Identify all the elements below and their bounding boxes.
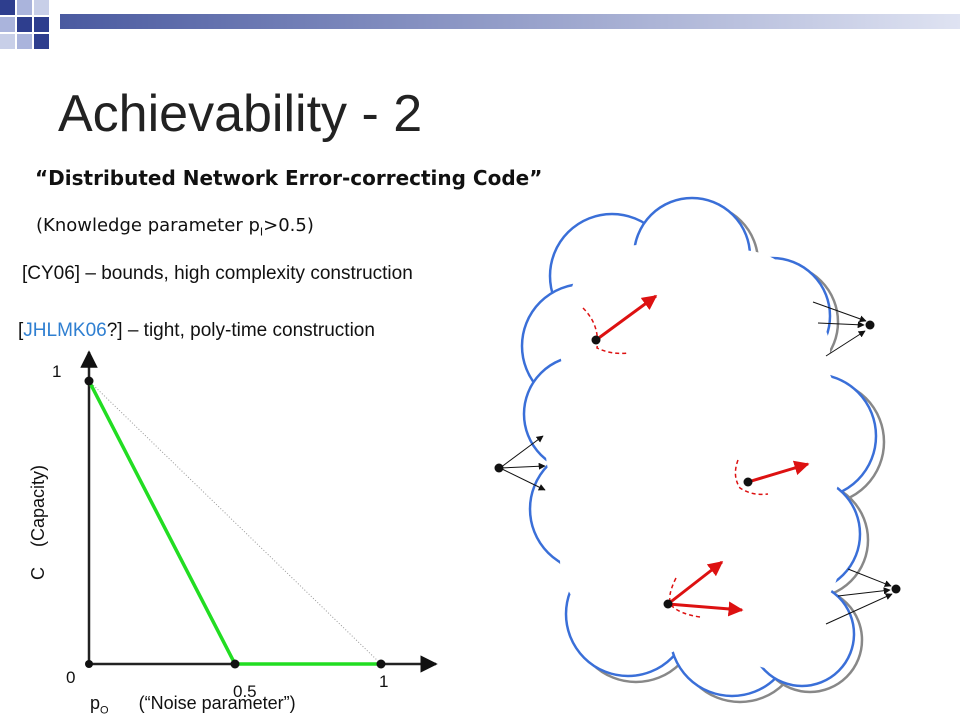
network-cloud <box>520 196 886 704</box>
knowledge-parameter-note: (Knowledge parameter pI>0.5) <box>36 215 314 239</box>
reference-line <box>88 380 382 665</box>
x-tick-1: 1 <box>379 672 389 691</box>
external-sink-upper-right <box>812 301 875 357</box>
x-tick-0-5: 0.5 <box>233 682 257 701</box>
capacity-point-1 <box>230 659 240 669</box>
x-axis-label: pO (“Noise parameter”) <box>90 693 296 717</box>
external-sink-lower-right <box>825 568 901 625</box>
y-tick-1: 1 <box>52 362 62 381</box>
y-tick-0: 0 <box>66 668 76 687</box>
header-bar <box>60 14 960 29</box>
slide-subtitle: “Distributed Network Error-correcting Co… <box>35 166 543 190</box>
node-lower <box>663 560 744 618</box>
slide-title: Achievability - 2 <box>58 85 423 143</box>
corner-decoration <box>0 0 960 60</box>
jhlmk06-link[interactable]: JHLMK06 <box>23 320 107 341</box>
subtitle-text: Distributed Network Error-correcting Cod… <box>48 166 530 190</box>
jhlmk06-reference: [JHLMK06?] – tight, poly-time constructi… <box>18 320 375 341</box>
origin-point <box>85 660 93 668</box>
capacity-point-0 <box>84 376 94 386</box>
node-upper <box>582 294 658 355</box>
node-middle <box>734 459 810 496</box>
capacity-point-2 <box>376 659 386 669</box>
chart-marks <box>84 376 386 669</box>
capacity-plot <box>80 350 438 673</box>
external-source-left <box>494 435 546 491</box>
cy06-reference: [CY06] – bounds, high complexity constru… <box>22 263 413 284</box>
